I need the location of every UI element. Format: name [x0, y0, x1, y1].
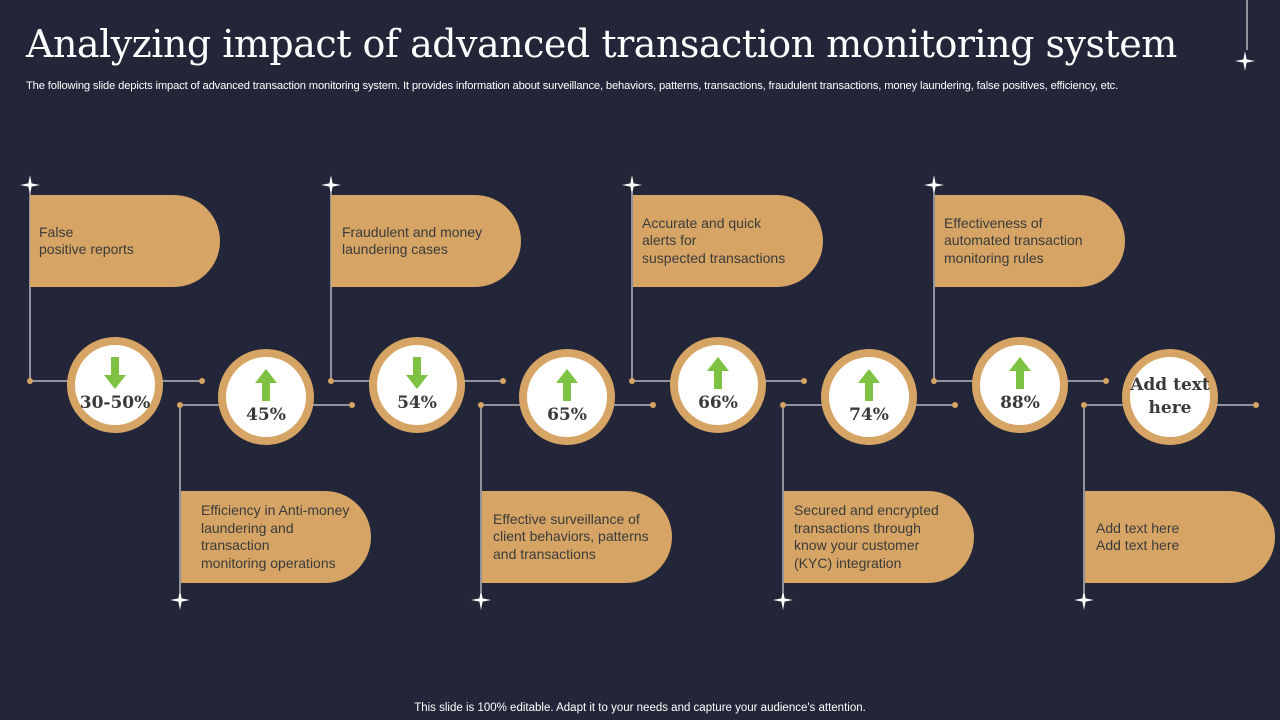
- sparkle-icon: [1074, 590, 1094, 610]
- connector-dot: [952, 402, 958, 408]
- metric-value: 65%: [547, 405, 587, 425]
- info-card-3: Fraudulent and money laundering cases: [331, 195, 521, 287]
- metric-circle-4: 65%: [519, 349, 615, 445]
- metric-value: Add text here: [1130, 375, 1210, 418]
- connector-dot: [650, 402, 656, 408]
- info-card-2: Efficiency in Anti-money laundering and …: [181, 491, 371, 583]
- sparkle-icon: [471, 590, 491, 610]
- arrow-up-icon: [255, 369, 277, 401]
- connector-dot: [177, 402, 183, 408]
- connector-dot: [931, 378, 937, 384]
- info-card-label: Fraudulent and money laundering cases: [342, 223, 483, 258]
- slide-footer: This slide is 100% editable. Adapt it to…: [414, 702, 866, 714]
- connector-dot: [328, 378, 334, 384]
- sparkle-icon: [170, 590, 190, 610]
- info-card-label: Accurate and quick alerts for suspected …: [642, 214, 786, 266]
- arrow-up-icon: [556, 369, 578, 401]
- metric-value: 88%: [1000, 393, 1040, 413]
- metric-value: 66%: [698, 393, 738, 413]
- connector-dot: [349, 402, 355, 408]
- connector-dot: [1081, 402, 1087, 408]
- metric-value: 74%: [849, 405, 889, 425]
- connector-dot: [478, 402, 484, 408]
- slide-subtitle: The following slide depicts impact of ad…: [26, 80, 1119, 92]
- info-card-6: Secured and encrypted transactions throu…: [784, 491, 974, 583]
- connector-dot: [801, 378, 807, 384]
- arrow-down-icon: [406, 357, 428, 389]
- metric-circle-1: 30-50%: [67, 337, 163, 433]
- arrow-up-icon: [707, 357, 729, 389]
- connector-dot: [1253, 402, 1259, 408]
- info-card-label: Effectiveness of automated transaction m…: [944, 214, 1083, 266]
- info-card-8: Add text here Add text here: [1085, 491, 1275, 583]
- metric-circle-8: Add text here: [1122, 349, 1218, 445]
- sparkle-icon: [20, 175, 40, 195]
- connector-dot: [27, 378, 33, 384]
- slide-title: Analyzing impact of advanced transaction…: [26, 22, 1177, 66]
- sparkle-icon: [321, 175, 341, 195]
- arrow-down-icon: [104, 357, 126, 389]
- connector-dot: [199, 378, 205, 384]
- connector-dot: [1103, 378, 1109, 384]
- metric-circle-5: 66%: [670, 337, 766, 433]
- info-card-label: Effective surveillance of client behavio…: [493, 510, 649, 562]
- arrow-up-icon: [858, 369, 880, 401]
- metric-circle-3: 54%: [369, 337, 465, 433]
- sparkle-icon: [773, 590, 793, 610]
- connector-dot: [500, 378, 506, 384]
- sparkle-icon: [1235, 51, 1255, 71]
- metric-value: 30-50%: [79, 393, 151, 413]
- info-card-label: Efficiency in Anti-money laundering and …: [201, 502, 350, 571]
- info-card-4: Effective surveillance of client behavio…: [482, 491, 672, 583]
- info-card-5: Accurate and quick alerts for suspected …: [633, 195, 823, 287]
- info-card-7: Effectiveness of automated transaction m…: [935, 195, 1125, 287]
- sparkle-icon: [622, 175, 642, 195]
- info-card-label: False positive reports: [39, 223, 134, 258]
- sparkle-icon: [924, 175, 944, 195]
- info-card-1: False positive reports: [30, 195, 220, 287]
- metric-circle-2: 45%: [218, 349, 314, 445]
- metric-value: 54%: [397, 393, 437, 413]
- metric-circle-7: 88%: [972, 337, 1068, 433]
- info-card-label: Add text here Add text here: [1096, 519, 1180, 554]
- arrow-up-icon: [1009, 357, 1031, 389]
- info-card-label: Secured and encrypted transactions throu…: [794, 502, 939, 571]
- metric-value: 45%: [246, 405, 286, 425]
- connector-dot: [780, 402, 786, 408]
- connector-dot: [629, 378, 635, 384]
- metric-circle-6: 74%: [821, 349, 917, 445]
